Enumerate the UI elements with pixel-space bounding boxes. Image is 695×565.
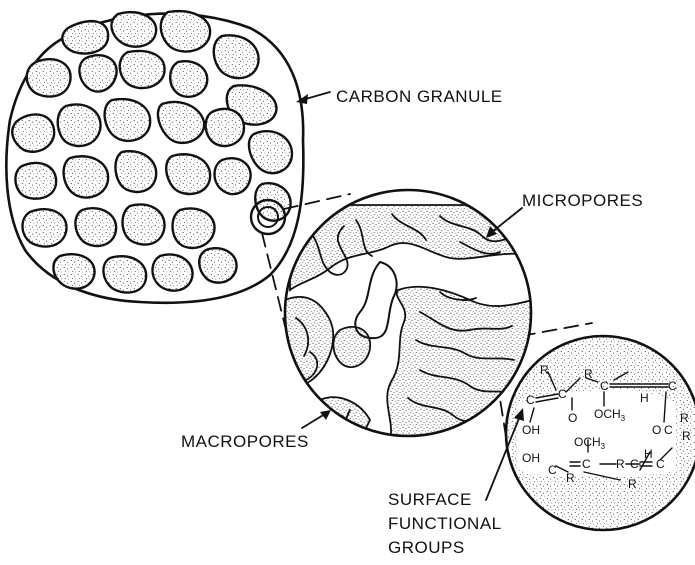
- chem-c-8: C: [656, 457, 665, 471]
- arrowhead-carbon-granule: [296, 94, 308, 104]
- granule-particles: [12, 11, 292, 292]
- label-carbon-granule: CARBON GRANULE: [336, 87, 503, 106]
- chem-r-1: R: [540, 363, 549, 377]
- leader-macropores: [302, 414, 325, 428]
- label-micropores: MICROPORES: [522, 191, 643, 210]
- chem-r-7: R: [628, 477, 637, 491]
- chem-r-4: R: [682, 429, 691, 443]
- chem-c-5: C: [664, 423, 673, 437]
- chem-c-7: C: [630, 457, 639, 471]
- chem-r-5: R: [616, 457, 625, 471]
- chem-c-2: C: [558, 387, 567, 401]
- label-macropores: MACROPORES: [181, 432, 309, 451]
- chem-r-3: R: [680, 411, 689, 425]
- chem-c-1: C: [526, 393, 535, 407]
- chem-c-9: C: [548, 463, 557, 477]
- chem-oh-2: OH: [522, 451, 540, 465]
- carbon-granule: [6, 11, 303, 303]
- chem-h-1: H: [640, 391, 649, 405]
- chem-c-3: C: [600, 379, 609, 393]
- connector-granule-to-micro-top: [284, 194, 350, 209]
- connector-granule-to-micro-bottom: [262, 233, 286, 330]
- chem-h-2: H: [644, 447, 653, 461]
- chem-c-6: C: [582, 457, 591, 471]
- chem-r-2: R: [584, 367, 593, 381]
- surface-groups-circle: R C C O OH R C OCH3 H C R O C R OCH3 H O…: [500, 330, 695, 540]
- chem-r-6: R: [566, 471, 575, 485]
- chem-o-ring: O: [652, 423, 661, 437]
- label-surface-line1: SURFACE: [388, 490, 472, 509]
- chem-c-4: C: [668, 379, 677, 393]
- leader-micropores: [492, 208, 522, 232]
- chem-oh-1: OH: [522, 423, 540, 437]
- label-surface-line2: FUNCTIONAL: [388, 514, 502, 533]
- chem-o-carbonyl: O: [568, 411, 577, 425]
- label-surface-line3: GROUPS: [388, 538, 465, 557]
